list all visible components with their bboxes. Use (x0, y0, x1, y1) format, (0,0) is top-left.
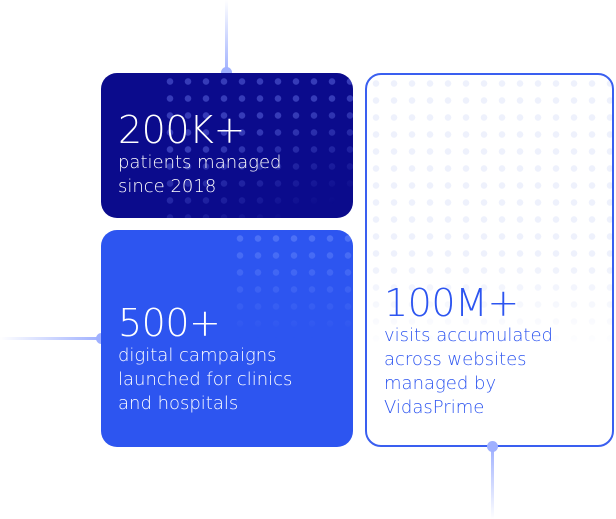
stat-card-patients: 200K+ patients managed since 2018 (101, 73, 353, 218)
dot-pattern (161, 73, 353, 218)
stat-desc-line: and hospitals (118, 393, 239, 414)
connector-bottom-dot (487, 441, 498, 452)
stat-desc-line: launched for clinics (118, 369, 293, 390)
connector-top-dot (221, 67, 232, 78)
connector-left (0, 337, 101, 340)
stat-desc-line: since 2018 (118, 176, 217, 197)
stat-desc-line: VidasPrime (384, 397, 485, 418)
stat-card-visits: 100M+ visits accumulated across websites… (365, 73, 614, 447)
stat-desc-line: across websites (384, 349, 527, 370)
stat-value: 200K+ (118, 108, 245, 152)
dot-pattern (367, 75, 612, 445)
connector-top (225, 0, 228, 73)
stat-desc-line: managed by (384, 373, 497, 394)
connector-bottom (491, 447, 494, 519)
stat-value: 100M+ (384, 281, 519, 325)
stat-value: 500+ (118, 301, 221, 345)
stat-desc-line: digital campaigns (118, 345, 277, 366)
dot-pattern (231, 230, 353, 447)
stat-desc-line: patients managed (118, 152, 282, 173)
stat-card-campaigns: 500+ digital campaigns launched for clin… (101, 230, 353, 447)
stat-desc-line: visits accumulated (384, 325, 553, 346)
